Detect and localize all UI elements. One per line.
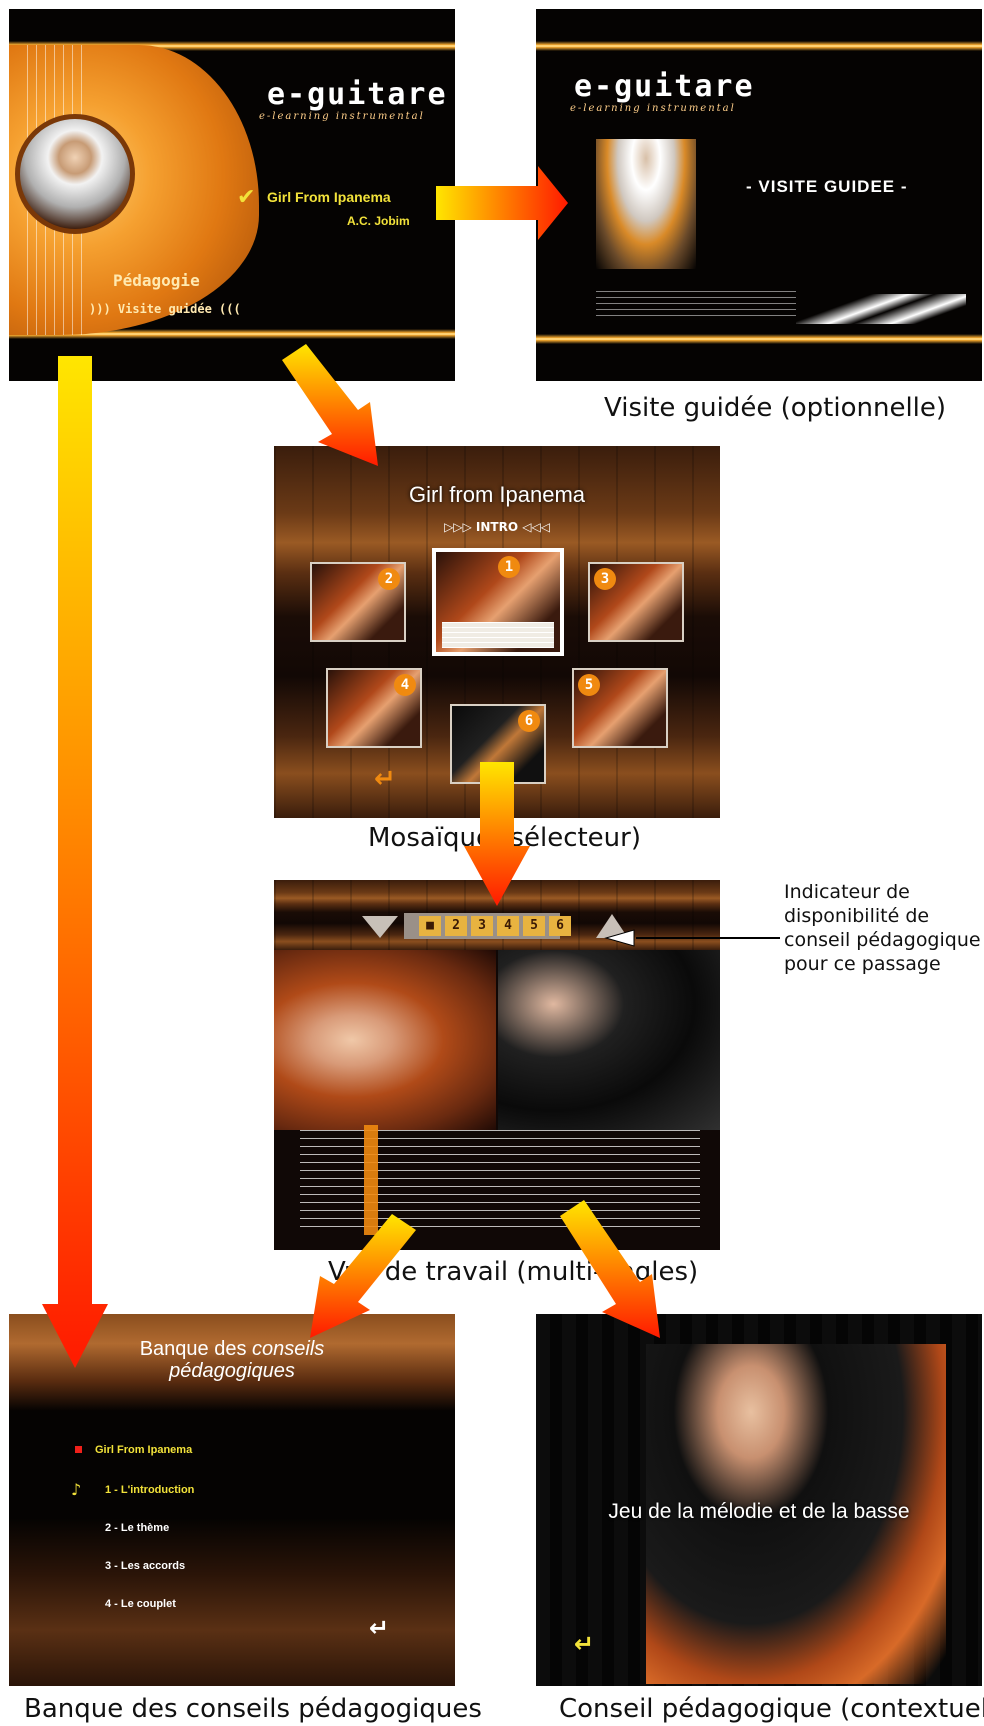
video-left-angle xyxy=(274,950,496,1130)
tab-5[interactable]: 5 xyxy=(523,916,545,936)
mosaic-thumb-1[interactable]: 1 xyxy=(432,548,564,656)
menu-item-pedagogy[interactable]: Pédagogie xyxy=(113,271,200,290)
logo-subtitle: e-learning instrumental xyxy=(259,111,425,122)
annotation-text: Indicateur de disponibilité de conseil p… xyxy=(784,881,981,975)
bank-item-3[interactable]: 3 - Les accords xyxy=(105,1560,186,1572)
guitarist-portrait xyxy=(15,114,135,234)
section-label: ▷▷▷ INTRO ◁◁◁ xyxy=(444,520,550,534)
advice-overlay-title: Jeu de la mélodie et de la basse xyxy=(608,1500,910,1523)
bank-item-4[interactable]: 4 - Le couplet xyxy=(105,1598,176,1610)
advice-screen: Jeu de la mélodie et de la basse ↵ xyxy=(536,1314,982,1686)
nav-down-icon[interactable] xyxy=(362,916,398,938)
mosaic-thumb-4[interactable]: 4 xyxy=(326,668,422,748)
arrow-workview-to-advice xyxy=(560,1200,660,1338)
return-arrow-icon[interactable]: ↵ xyxy=(374,764,396,794)
return-arrow-icon[interactable]: ↵ xyxy=(369,1614,390,1642)
menu-item-tour[interactable]: ))) Visite guidée ((( xyxy=(89,302,241,316)
tab-4[interactable]: 4 xyxy=(497,916,519,936)
logo-subtitle: e-learning instrumental xyxy=(570,103,736,114)
caption-advice: Conseil pédagogique (contextuel) xyxy=(559,1694,984,1724)
caption-tour: Visite guidée (optionnelle) xyxy=(604,393,947,423)
caption-bank: Banque des conseils pédagogiques xyxy=(24,1694,482,1724)
tour-title: - VISITE GUIDEE - xyxy=(746,177,908,196)
tour-screen: e-guitare e-learning instrumental - VISI… xyxy=(536,9,982,381)
mosaic-screen: Girl from Ipanema ▷▷▷ INTRO ◁◁◁ 2 1 3 4 … xyxy=(274,446,720,818)
tab-3[interactable]: 3 xyxy=(471,916,493,936)
camera-icon: ■ xyxy=(426,918,434,933)
return-arrow-icon[interactable]: ↵ xyxy=(574,1630,595,1658)
music-staff-image xyxy=(596,291,796,321)
tab-camera-1[interactable]: ■ xyxy=(419,916,441,936)
tab-staff-image xyxy=(442,622,554,648)
check-icon: ✔ xyxy=(237,185,256,210)
tab-6[interactable]: 6 xyxy=(549,916,571,936)
video-right-angle xyxy=(498,950,720,1130)
workview-screen: ■ 2 3 4 5 6 xyxy=(274,880,720,1250)
teacher-video xyxy=(646,1344,946,1684)
arrow-menu-to-bank xyxy=(42,356,108,1368)
guitar-icon: ♪ xyxy=(71,1480,82,1499)
arrow-menu-to-mosaic xyxy=(282,344,378,466)
tab-2[interactable]: 2 xyxy=(445,916,467,936)
bank-title: Banque des conseils pédagogiques xyxy=(139,1338,325,1382)
menu-item-song[interactable]: Girl From Ipanema xyxy=(267,189,391,205)
arrow-mosaic-to-workview xyxy=(464,762,530,906)
playhead-marker xyxy=(364,1125,378,1235)
bullet-icon xyxy=(75,1446,82,1453)
annotation-pointer-head xyxy=(604,929,635,947)
mosaic-title: Girl from Ipanema xyxy=(408,482,586,507)
arrow-menu-to-tour xyxy=(436,166,568,240)
menu-screen: e-guitare e-learning instrumental ✔ Girl… xyxy=(9,9,455,381)
bank-item-2[interactable]: 2 - Le thème xyxy=(105,1522,170,1534)
bank-song[interactable]: Girl From Ipanema xyxy=(95,1444,193,1456)
decorative-cards xyxy=(796,294,966,324)
bank-item-1[interactable]: 1 - L'introduction xyxy=(105,1484,195,1496)
mosaic-thumb-3[interactable]: 3 xyxy=(588,562,684,642)
mosaic-thumb-5[interactable]: 5 xyxy=(572,668,668,748)
mosaic-thumb-2[interactable]: 2 xyxy=(310,562,406,642)
logo: e-guitare xyxy=(574,69,755,104)
bank-screen: Banque des conseils pédagogiques Girl Fr… xyxy=(9,1314,455,1686)
song-composer: A.C. Jobim xyxy=(347,214,410,228)
arrow-workview-to-bank xyxy=(310,1214,416,1338)
logo: e-guitare xyxy=(267,77,448,112)
guitarist-image xyxy=(596,139,696,269)
